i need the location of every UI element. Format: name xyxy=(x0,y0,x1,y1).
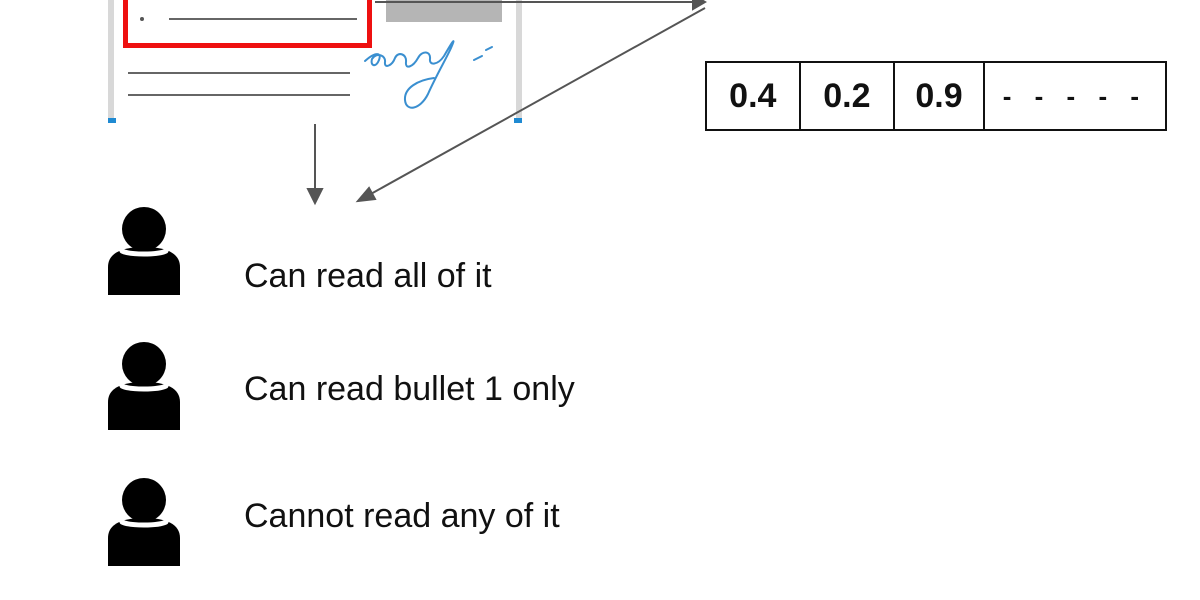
document-text-line xyxy=(128,72,350,74)
bullet-dot xyxy=(140,17,144,21)
placeholder-cell: - - - - - xyxy=(1002,80,1147,111)
score-cell: 0.9 xyxy=(895,63,985,129)
arrow-icon xyxy=(306,124,324,206)
bullet-text-line xyxy=(169,18,357,20)
document-header-block xyxy=(386,0,502,22)
document-corner-mark xyxy=(514,118,522,123)
row-label-1: Can read all of it xyxy=(244,257,492,295)
person-icon xyxy=(108,342,180,430)
row-label-3: Cannot read any of it xyxy=(244,497,560,535)
score-cell: 0.2 xyxy=(801,63,896,129)
row-label-2: Can read bullet 1 only xyxy=(244,370,575,408)
highlighted-bullet-box xyxy=(123,0,372,48)
document-corner-mark xyxy=(108,118,116,123)
person-icon xyxy=(108,207,180,295)
score-table: 0.4 0.2 0.9 - - - - - xyxy=(705,61,1167,131)
score-cell: 0.4 xyxy=(707,63,801,129)
person-icon xyxy=(108,478,180,566)
document-text-line xyxy=(128,94,350,96)
